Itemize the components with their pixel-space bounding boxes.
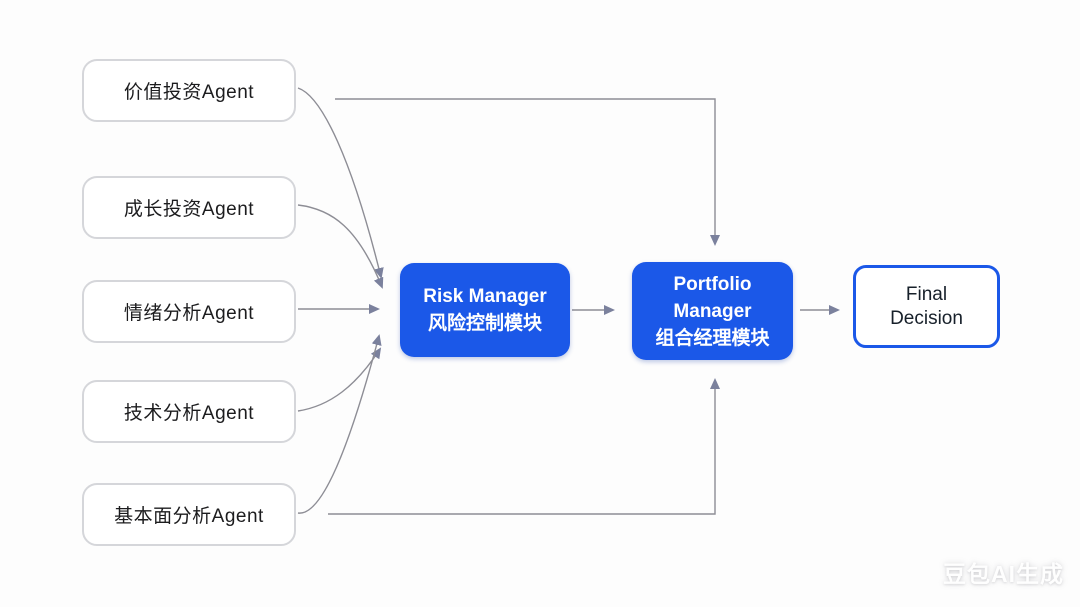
connector-fundamental-to-risk (297, 334, 382, 514)
agent-label: 情绪分析Agent (123, 303, 255, 324)
agent-label: 价值投资Agent (123, 82, 255, 103)
final-decision-node: Final Decision (853, 265, 1000, 348)
agent-label: 技术分析Agent (123, 403, 255, 424)
agent-node-value-investing: 价值投资Agent (82, 59, 296, 122)
risk-manager-title: Risk Manager (423, 286, 547, 307)
portfolio-manager-title-line1: Portfolio (673, 273, 752, 295)
agent-label: 成长投资Agent (123, 199, 255, 220)
connector-value-to-portfolio-top (335, 98, 720, 246)
connector-fundamental-to-portfolio-bottom (328, 378, 720, 515)
connector-value-to-risk (297, 87, 384, 279)
connector-growth-to-risk (297, 204, 384, 289)
agent-label: 基本面分析Agent (114, 506, 264, 527)
portfolio-manager-node: Portfolio Manager 组合经理模块 (632, 262, 793, 360)
connector-technical-to-risk (297, 347, 382, 412)
watermark-text: 豆包AI生成 (943, 561, 1064, 587)
risk-manager-subtitle: 风险控制模块 (427, 313, 542, 334)
agent-node-sentiment-analysis: 情绪分析Agent (82, 280, 296, 343)
risk-manager-node: Risk Manager 风险控制模块 (400, 263, 570, 357)
portfolio-manager-title-line2: Manager (673, 300, 752, 322)
final-decision-line2: Decision (890, 307, 963, 329)
agent-node-fundamental-analysis: 基本面分析Agent (82, 483, 296, 546)
final-decision-line1: Final (905, 283, 948, 305)
portfolio-manager-subtitle: 组合经理模块 (655, 327, 770, 349)
agent-node-technical-analysis: 技术分析Agent (82, 380, 296, 443)
agent-node-growth-investing: 成长投资Agent (82, 176, 296, 239)
